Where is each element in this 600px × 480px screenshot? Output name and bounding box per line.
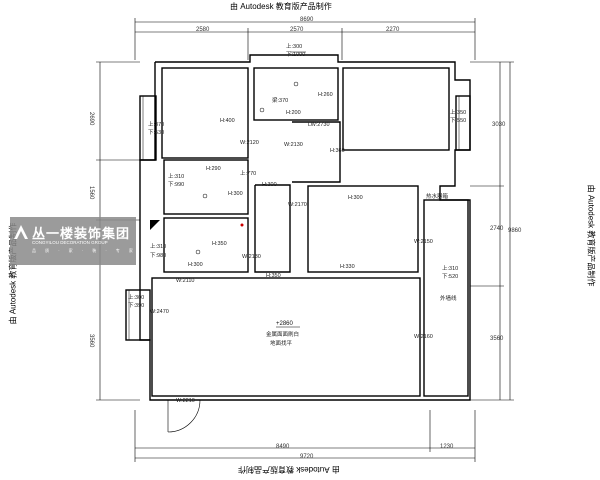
lbl-up770: 上:770 bbox=[240, 169, 256, 177]
window-lines bbox=[128, 51, 460, 340]
logo-slogan: 品 质 · 家 · 装 · 专 家 bbox=[32, 248, 137, 253]
lbl-small-up: 上:310 bbox=[168, 172, 184, 180]
lbl-w2160: W:2160 bbox=[414, 334, 433, 340]
lbl-elevation: +2860 bbox=[276, 321, 294, 327]
lbl-h350a: H:350 bbox=[212, 241, 227, 247]
lbl-bedroom3-down: 下:550 bbox=[450, 117, 466, 124]
lbl-bedroom1-up: 上:370 bbox=[148, 120, 164, 128]
dimension-lines bbox=[96, 18, 514, 462]
lbl-bedroom1-down: 下:530 bbox=[148, 129, 164, 136]
dim-bottom-a: 8490 bbox=[276, 444, 290, 450]
lbl-h360: H:360 bbox=[330, 148, 345, 154]
lbl-h350b: H:350 bbox=[266, 273, 281, 279]
lbl-mid-down: 下:980 bbox=[150, 252, 166, 259]
lbl-heater: 热水器箱 bbox=[426, 192, 449, 200]
lbl-w2110: W:2110 bbox=[176, 278, 194, 284]
dim-right-c: 3560 bbox=[490, 336, 504, 342]
company-logo-overlay: 丛一楼装饰集团 CONGYILOU DECORATION GROUP 品 质 ·… bbox=[10, 217, 136, 265]
lbl-top-window-down: 下:1000 bbox=[286, 51, 305, 58]
lbl-h300a: H:300 bbox=[228, 191, 243, 197]
lbl-bedroom3-up: 上:350 bbox=[450, 108, 466, 116]
lbl-left-down: 下:390 bbox=[128, 302, 144, 309]
fixtures bbox=[195, 81, 299, 255]
logo-name: 丛一楼装饰集团 bbox=[32, 226, 131, 241]
lbl-left-up: 上:300 bbox=[128, 293, 144, 301]
dim-left-b: 1560 bbox=[88, 186, 94, 200]
lbl-mid-up: 上:310 bbox=[150, 242, 166, 250]
lbl-h300b: H:300 bbox=[262, 182, 277, 188]
dim-top-total: 8690 bbox=[300, 17, 314, 23]
lbl-h260: H:260 bbox=[318, 92, 333, 98]
lbl-w2150: W:2150 bbox=[414, 239, 433, 245]
lbl-w2130b: W:2130 bbox=[242, 254, 261, 260]
lbl-door: W:2210 bbox=[176, 398, 195, 404]
dim-top-c: 2270 bbox=[386, 27, 400, 33]
corner-marker bbox=[150, 220, 160, 230]
dim-right-b: 2740 bbox=[490, 226, 504, 232]
dim-top-b: 2570 bbox=[290, 27, 304, 33]
lbl-note-1: 金属面面刷白 bbox=[266, 330, 299, 338]
dim-left-c: 3560 bbox=[88, 334, 94, 348]
red-dot bbox=[240, 223, 244, 227]
logo-english: CONGYILOU DECORATION GROUP bbox=[32, 240, 108, 245]
lbl-h330: H:330 bbox=[340, 264, 355, 270]
lbl-bath-ceiling: 梁:370 bbox=[272, 96, 288, 104]
entry-door bbox=[167, 399, 201, 433]
dim-bottom-total: 9720 bbox=[300, 454, 314, 460]
lbl-h400: H:400 bbox=[220, 118, 235, 124]
dim-right-total: 9860 bbox=[508, 228, 522, 234]
dim-right-a: 3030 bbox=[492, 122, 506, 128]
lbl-h200: H:200 bbox=[286, 110, 301, 116]
lbl-small-down: 下:990 bbox=[168, 181, 184, 188]
lbl-lw2730: LW:2730 bbox=[308, 122, 330, 128]
lbl-w2130: W:2130 bbox=[284, 142, 303, 148]
logo-icon bbox=[14, 225, 28, 239]
lbl-right-up: 上:310 bbox=[442, 264, 458, 272]
lbl-right-down: 下:520 bbox=[442, 273, 458, 280]
dim-bottom-b: 1230 bbox=[440, 444, 454, 450]
lbl-h290: H:290 bbox=[206, 166, 221, 172]
lbl-w2470: W:2470 bbox=[150, 309, 169, 315]
lbl-w2170: W:2170 bbox=[288, 202, 307, 208]
lbl-note-2: 地面找平 bbox=[270, 339, 293, 347]
watermark-top: 由 Autodesk 教育版产品制作 bbox=[230, 2, 332, 11]
lbl-top-window-up: 上:300 bbox=[286, 42, 302, 50]
lbl-w2120: W:2120 bbox=[240, 140, 259, 146]
dim-left-a: 2690 bbox=[88, 112, 94, 126]
dim-top-a: 2580 bbox=[196, 27, 210, 33]
lbl-outside-wall: 外墙线 bbox=[440, 294, 457, 302]
lbl-h300d: H:300 bbox=[188, 262, 203, 268]
lbl-h300c: H:300 bbox=[348, 195, 363, 201]
walls bbox=[125, 54, 471, 401]
